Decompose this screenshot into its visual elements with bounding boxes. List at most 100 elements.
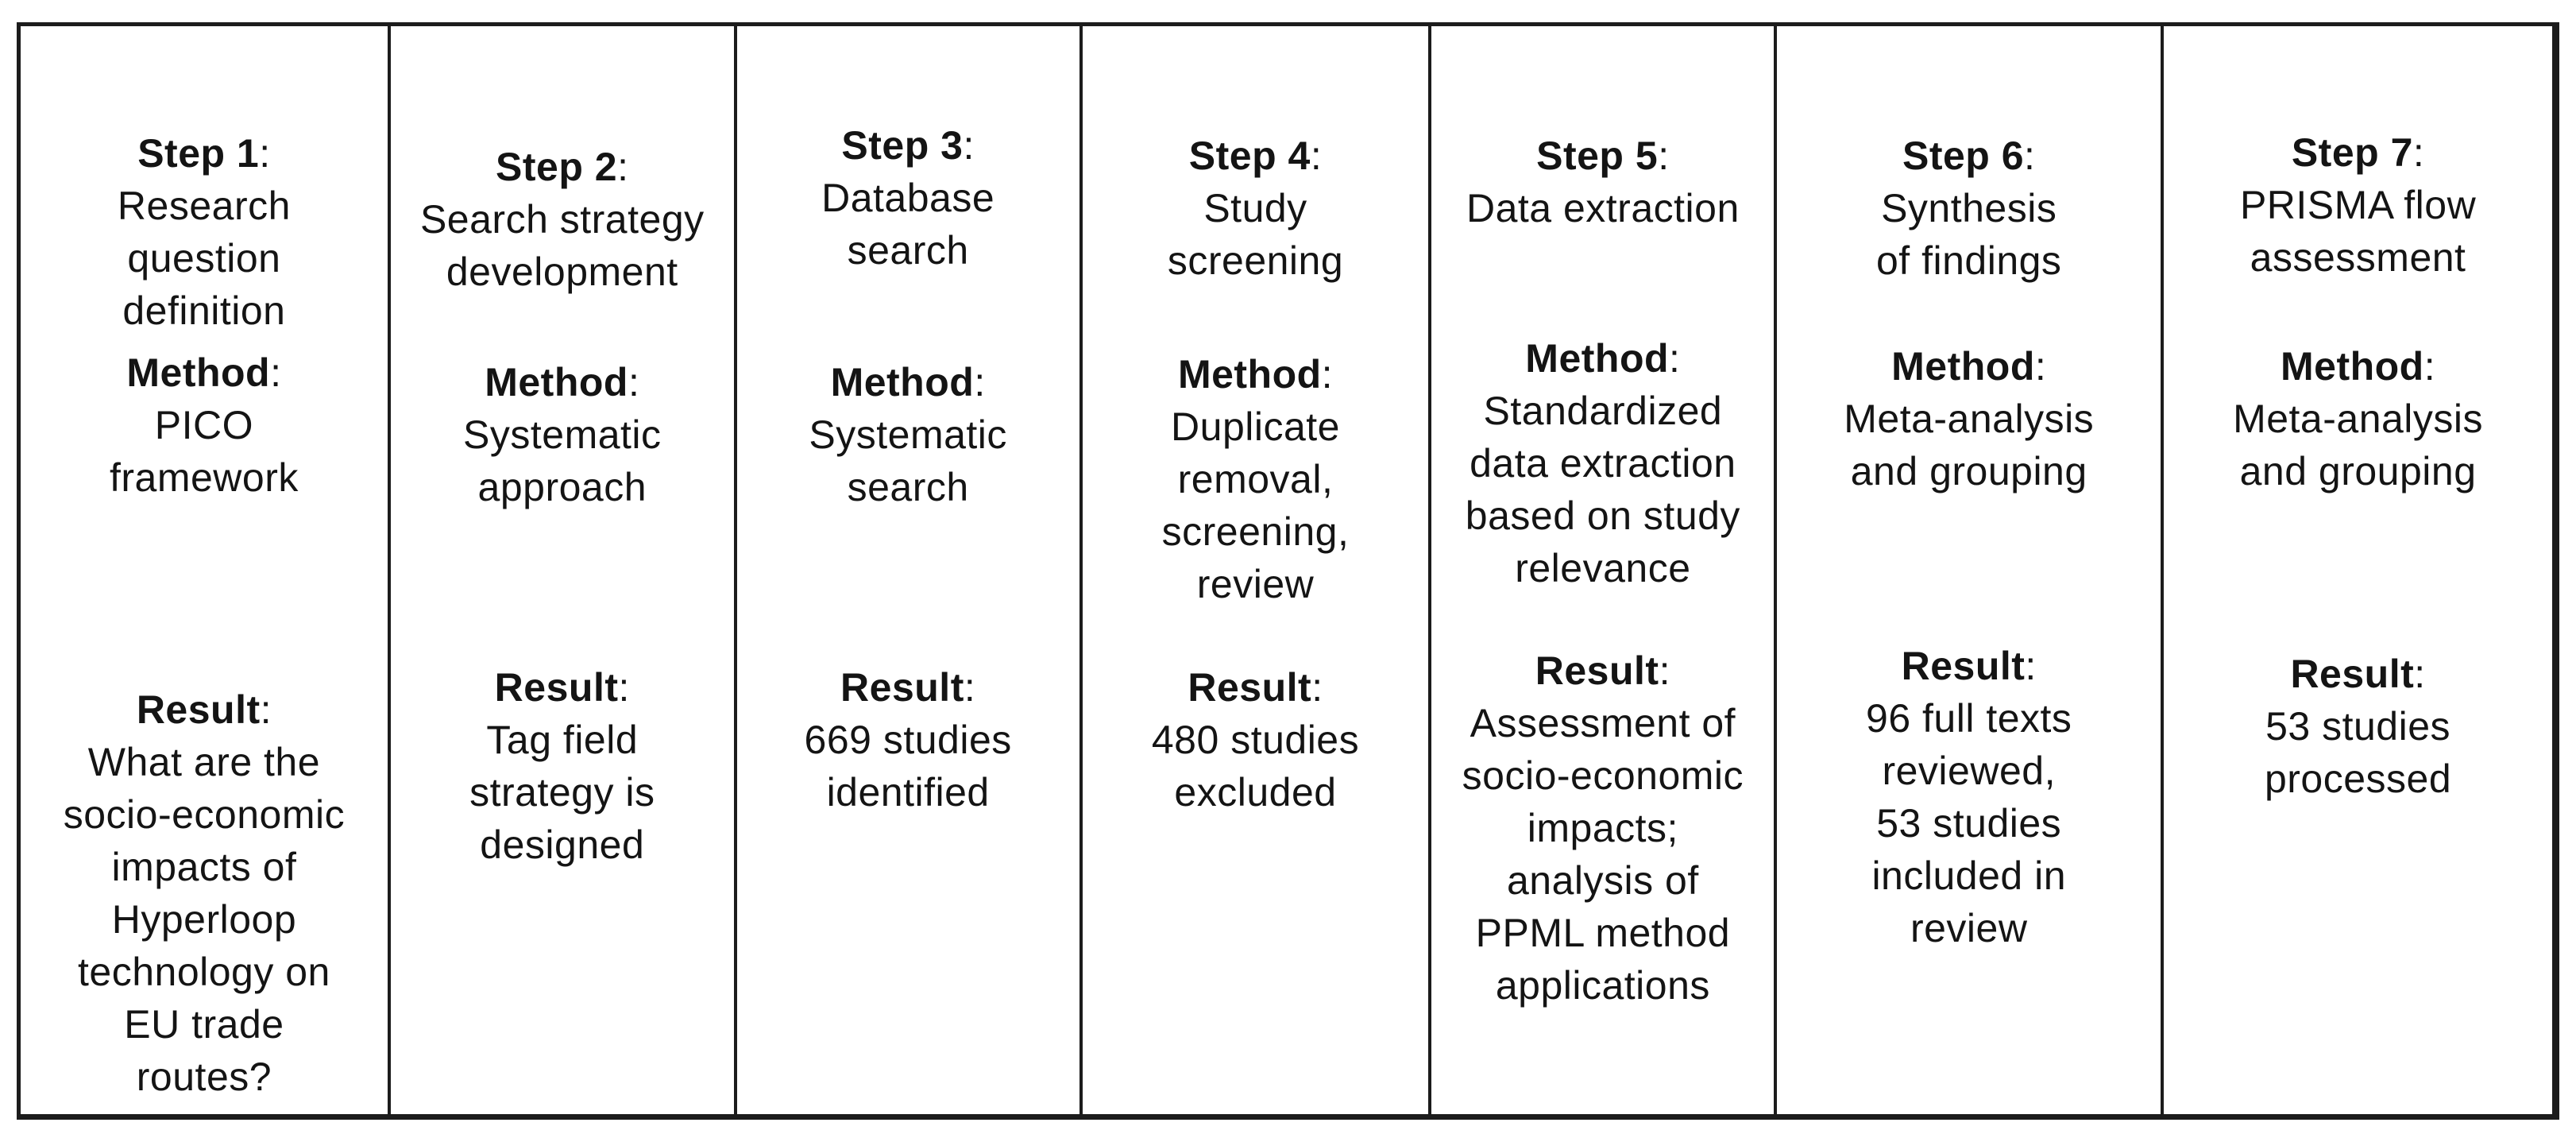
step-1-column: Step 1: Research question definition Met… — [21, 26, 391, 1114]
method-title: Method: — [740, 356, 1076, 408]
step-4-result-block: Result: 480 studies excluded — [1086, 661, 1426, 819]
result-label: Result — [494, 665, 619, 710]
step-7-column: Step 7: PRISMA flow assessment Method: M… — [2164, 26, 2552, 1114]
result-highlighted-text: Tag field strategy is designed — [469, 718, 655, 867]
result-title: Result: — [1435, 644, 1771, 697]
step-title: Step 5: — [1435, 130, 1771, 182]
step-title: Step 6: — [1780, 130, 2157, 182]
step-2-method-block: Method: Systematic approach — [394, 356, 731, 513]
result-description: 53 studies processed — [2167, 700, 2549, 805]
step-description: Synthesis of findings — [1876, 186, 2062, 283]
result-title: Result: — [394, 661, 731, 714]
result-description: 669 studies identified — [740, 714, 1076, 819]
result-highlighted-text: Assessment of socio-economic impacts; an… — [1462, 701, 1744, 1008]
method-description: Systematic approach — [463, 412, 662, 509]
step-title: Step 4: — [1086, 130, 1426, 182]
step-title: Step 7: — [2167, 126, 2549, 179]
step-label: Step 6 — [1902, 134, 2025, 178]
colon: : — [974, 360, 986, 404]
method-description: Standardized data extraction based on st… — [1465, 389, 1740, 590]
step-5-heading-block: Step 5: Data extraction — [1435, 130, 1771, 234]
colon: : — [270, 350, 282, 395]
method-title: Method: — [2167, 340, 2549, 393]
colon: : — [260, 687, 272, 732]
colon: : — [1311, 665, 1323, 710]
colon: : — [2034, 344, 2047, 389]
method-title: Method: — [1780, 340, 2157, 393]
result-description: Tag field strategy is designed — [394, 714, 731, 871]
step-2-column: Step 2: Search strategy development Meth… — [391, 26, 737, 1114]
result-label: Result — [2290, 652, 2415, 696]
step-5-method-block: Method: Standardized data extraction bas… — [1435, 332, 1771, 594]
step-4-column: Step 4: Study screening Method: Duplicat… — [1083, 26, 1432, 1114]
method-title: Method: — [24, 346, 384, 399]
colon: : — [964, 665, 976, 710]
prisma-steps-diagram: Step 1: Research question definition Met… — [17, 22, 2559, 1120]
result-title: Result: — [1780, 640, 2157, 692]
colon: : — [1321, 352, 1334, 397]
step-7-heading-block: Step 7: PRISMA flow assessment — [2167, 126, 2549, 284]
result-label: Result — [1188, 665, 1312, 710]
method-label: Method — [1525, 336, 1670, 381]
method-label: Method — [1177, 352, 1322, 397]
step-1-result-block: Result: What are the socio-economic impa… — [24, 683, 384, 1103]
step-label: Step 3 — [841, 123, 964, 168]
colon: : — [618, 665, 630, 710]
step-description: PRISMA flow assessment — [2239, 183, 2477, 280]
colon: : — [1310, 134, 1323, 178]
result-highlighted-text: 480 studies excluded — [1151, 718, 1360, 815]
step-4-method-block: Method: Duplicate removal, screening, re… — [1086, 348, 1426, 610]
step-label: Step 1 — [137, 131, 260, 176]
step-6-heading-block: Step 6: Synthesis of findings — [1780, 130, 2157, 287]
step-label: Step 5 — [1536, 134, 1659, 178]
step-3-method-block: Method: Systematic search — [740, 356, 1076, 513]
step-6-result-block: Result: 96 full texts reviewed, 53 studi… — [1780, 640, 2157, 954]
step-title: Step 3: — [740, 119, 1076, 172]
result-highlighted-text: 53 studies processed — [2264, 704, 2452, 801]
method-title: Method: — [1086, 348, 1426, 401]
step-5-result-block: Result: Assessment of socio-economic imp… — [1435, 644, 1771, 1012]
step-description: Research question definition — [117, 184, 291, 333]
method-label: Method — [485, 360, 628, 404]
result-description: Assessment of socio-economic impacts; an… — [1435, 697, 1771, 1012]
step-1-heading-block: Step 1: Research question definition — [24, 127, 384, 337]
step-description: Data extraction — [1466, 186, 1740, 230]
result-label: Result — [1901, 644, 2026, 688]
result-description: 96 full texts reviewed, 53 studies inclu… — [1780, 692, 2157, 954]
result-description: What are the socio-economic impacts of H… — [24, 736, 384, 1103]
result-title: Result: — [740, 661, 1076, 714]
result-title: Result: — [24, 683, 384, 736]
step-6-method-block: Method: Meta-analysis and grouping — [1780, 340, 2157, 497]
method-label: Method — [126, 350, 271, 395]
method-label: Method — [2280, 344, 2424, 389]
colon: : — [1669, 336, 1681, 381]
result-highlighted-text: What are the socio-economic impacts of H… — [63, 740, 346, 1099]
result-description: 480 studies excluded — [1086, 714, 1426, 819]
step-4-heading-block: Step 4: Study screening — [1086, 130, 1426, 287]
step-5-column: Step 5: Data extraction Method: Standard… — [1431, 26, 1778, 1114]
colon: : — [628, 360, 640, 404]
step-label: Step 7 — [2291, 130, 2413, 175]
step-title: Step 1: — [24, 127, 384, 180]
result-highlighted-text: 96 full texts reviewed, 53 studies inclu… — [1866, 696, 2072, 950]
step-label: Step 4 — [1188, 134, 1311, 178]
step-description: Search strategy development — [419, 197, 705, 294]
step-description: Study screening — [1167, 186, 1344, 283]
colon: : — [963, 123, 975, 168]
step-3-column: Step 3: Database search Method: Systemat… — [737, 26, 1083, 1114]
method-description: Duplicate removal, screening, review — [1161, 404, 1350, 606]
method-label: Method — [830, 360, 975, 404]
step-description: Database search — [821, 176, 995, 273]
result-highlighted-text: 669 studies identified — [804, 718, 1012, 815]
method-description: Meta-analysis and grouping — [1844, 397, 2095, 493]
step-3-result-block: Result: 669 studies identified — [740, 661, 1076, 819]
colon: : — [2414, 652, 2426, 696]
colon: : — [617, 145, 629, 189]
result-title: Result: — [2167, 648, 2549, 700]
colon: : — [2423, 344, 2436, 389]
result-label: Result — [840, 665, 964, 710]
colon: : — [2024, 134, 2036, 178]
step-2-heading-block: Step 2: Search strategy development — [394, 141, 731, 298]
step-2-result-block: Result: Tag field strategy is designed — [394, 661, 731, 871]
method-label: Method — [1891, 344, 2035, 389]
